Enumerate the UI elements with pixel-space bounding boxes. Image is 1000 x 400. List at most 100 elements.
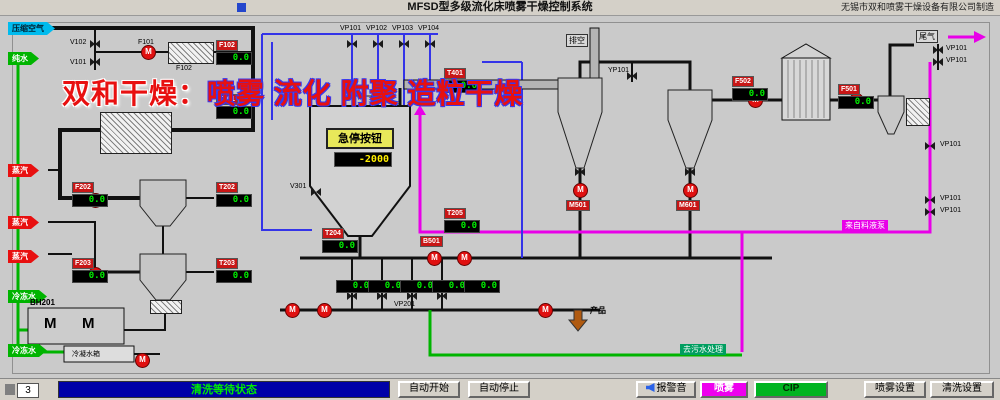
feed-arrowhead [414,105,426,115]
instrument-value: 0.0 [216,270,252,283]
condenser-fins [787,60,825,118]
schematic-label: V301 [290,183,307,190]
valve-icon[interactable] [373,40,383,48]
instrument-tag: F202 [72,182,94,193]
schematic-label: VP101 [946,45,968,52]
value-display: 0.0 [368,280,404,293]
instrument-value: 0.0 [216,106,252,119]
watermark-slogan: 喷雾 流化 附聚 造粒干燥 [207,78,524,109]
counter-icon [5,384,15,395]
schematic-label: 尾气 [916,30,938,43]
valve-icon[interactable] [925,142,935,150]
fan-motor-icon[interactable]: M [141,45,156,60]
schematic-label: 排空 [566,34,588,47]
valve-icon[interactable] [925,196,935,204]
fan-motor-icon[interactable]: M [427,251,442,266]
instrument-value: 0.0 [72,270,108,283]
instrument-tag: F501 [838,84,860,95]
instrument-value: 0.0 [72,194,108,207]
valve-icon[interactable] [685,168,695,176]
cyclone-3 [557,77,603,169]
alarm-sound-button[interactable]: 报警音 [636,381,696,398]
fan-motor-icon[interactable]: M [538,303,553,318]
auto-start-button[interactable]: 自动开始 [398,381,460,398]
valve-icon[interactable] [347,40,357,48]
fan-motor-icon[interactable]: M [457,251,472,266]
air-heater [168,42,214,64]
counter-value[interactable]: 3 [17,383,39,398]
exhaust-arrowhead [974,31,986,43]
cyclone-1 [139,179,187,227]
spray-button[interactable]: 喷雾 [700,381,748,398]
auto-stop-button[interactable]: 自动停止 [468,381,530,398]
spray-settings-button[interactable]: 喷雾设置 [864,381,926,398]
value-display: 0.0 [464,280,500,293]
schematic-label: F102 [176,65,192,72]
schematic-label: VP101 [940,141,962,148]
schematic-label: VP101 [940,207,962,214]
valve-icon[interactable] [933,58,943,66]
schematic-label: YP101 [608,67,630,74]
toolbar-button-label: 喷雾 [714,383,734,394]
emergency-stop-button[interactable]: 急停按钮 [326,128,394,149]
instrument-tag: F502 [732,76,754,87]
schematic-label: VP101 [946,57,968,64]
spray-dryer-vessel [309,105,411,237]
clean-settings-button[interactable]: 清洗设置 [930,381,994,398]
supply-arrow: 纯水 [8,52,39,65]
fan-motor-icon[interactable]: M [317,303,332,318]
schematic-label: VP201 [394,301,416,308]
instrument-value: 0.0 [322,240,358,253]
fan-motor-icon[interactable]: M [285,303,300,318]
valve-icon[interactable] [311,188,321,196]
schematic-label: VP104 [418,25,440,32]
valve-icon[interactable] [377,292,387,300]
alarm-sound-icon [645,383,655,392]
valve-icon[interactable] [407,292,417,300]
value-display: 0.0 [336,280,372,293]
manufacturer-label: 无锡市双和喷雾干燥设备有限公司制造 [840,2,994,12]
valve-icon[interactable] [925,208,935,216]
schematic-label: F101 [138,39,154,46]
watermark-brand: 双和干燥： [62,78,208,109]
schematic-label: 来自料液泵 [842,220,888,231]
water-pipes [16,56,742,357]
toolbar-button-label: CIP [782,383,800,394]
valve-icon[interactable] [347,292,357,300]
valve-icon[interactable] [90,58,100,66]
fan-motor-icon[interactable]: M [683,183,698,198]
value-display: 0.0 [400,280,436,293]
valve-icon[interactable] [575,168,585,176]
fan-motor-icon[interactable]: M [573,183,588,198]
valve-icon[interactable] [425,40,435,48]
schematic-label: M [44,315,57,332]
cip-button[interactable]: CIP [754,381,828,398]
supply-arrow: 蒸汽 [8,216,39,229]
instrument-tag: T201 [216,94,238,105]
supply-arrow: 冷冻水 [8,290,47,303]
valve-icon[interactable] [933,46,943,54]
page-title: MFSD型多级流化床喷雾干燥控制系统 [407,1,593,13]
fan-motor-icon[interactable]: M [135,353,150,368]
valve-icon[interactable] [437,292,447,300]
valve-icon[interactable] [627,72,637,80]
instrument-value: 0.0 [444,220,480,233]
diagram-frame [12,22,990,374]
instrument-tag: T401 [444,68,466,79]
valve-icon[interactable] [399,40,409,48]
schematic-label: VP102 [366,25,388,32]
baghouse [27,307,125,345]
instrument-value: 0.0 [216,52,252,65]
toolbar-button-label: 清洗设置 [942,383,982,394]
instrument-tag: F203 [72,258,94,269]
toolbar-button-label: 自动停止 [479,383,519,394]
valve-icon[interactable] [90,40,100,48]
